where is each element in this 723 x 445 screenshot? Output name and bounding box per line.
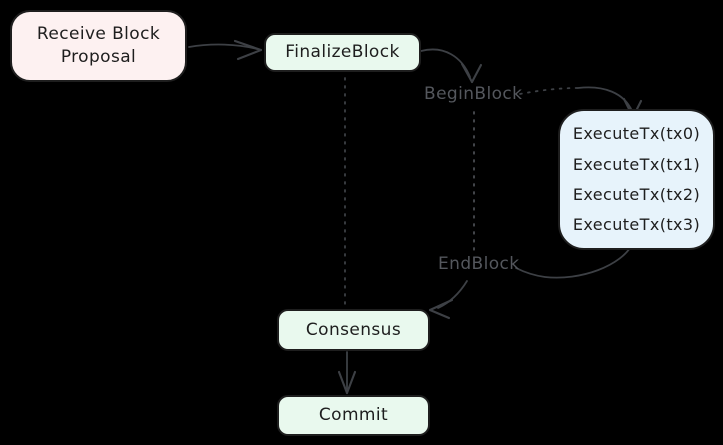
node-execute-tx: ExecuteTx(tx0) ExecuteTx(tx1) ExecuteTx(… bbox=[558, 109, 715, 250]
arrowhead bbox=[428, 308, 451, 320]
arrowhead bbox=[236, 48, 263, 61]
arrowhead bbox=[233, 39, 263, 52]
arrowhead bbox=[345, 370, 357, 395]
node-label: Consensus bbox=[305, 319, 402, 340]
node-commit: Commit bbox=[277, 395, 430, 436]
edge-finalize-to-beginblock bbox=[420, 48, 483, 84]
arrowhead bbox=[428, 298, 454, 312]
node-label-line: ExecuteTx(tx2) bbox=[572, 184, 701, 204]
arrowhead bbox=[470, 63, 483, 84]
arrowhead bbox=[460, 62, 474, 84]
edge-proposal-to-finalize bbox=[188, 39, 263, 61]
node-label-line: ExecuteTx(tx3) bbox=[572, 215, 701, 235]
node-label-line: ExecuteTx(tx0) bbox=[572, 124, 701, 144]
node-label: FinalizeBlock bbox=[285, 42, 400, 63]
node-label-line: ExecuteTx(tx1) bbox=[572, 154, 701, 174]
arrowhead bbox=[337, 370, 349, 395]
edge-consensus-to-commit bbox=[337, 351, 357, 395]
node-finalize-block: FinalizeBlock bbox=[264, 33, 421, 72]
label-end-block: EndBlock bbox=[438, 254, 520, 274]
node-label-line: Proposal bbox=[60, 47, 137, 67]
node-label-line: Receive Block bbox=[36, 24, 161, 45]
label-begin-block: BeginBlock bbox=[424, 84, 523, 104]
node-label: Commit bbox=[318, 405, 389, 426]
node-consensus: Consensus bbox=[277, 309, 430, 351]
node-receive-block-proposal: Receive Block Proposal bbox=[10, 10, 187, 82]
edge-executetx-to-consensus bbox=[428, 242, 634, 320]
